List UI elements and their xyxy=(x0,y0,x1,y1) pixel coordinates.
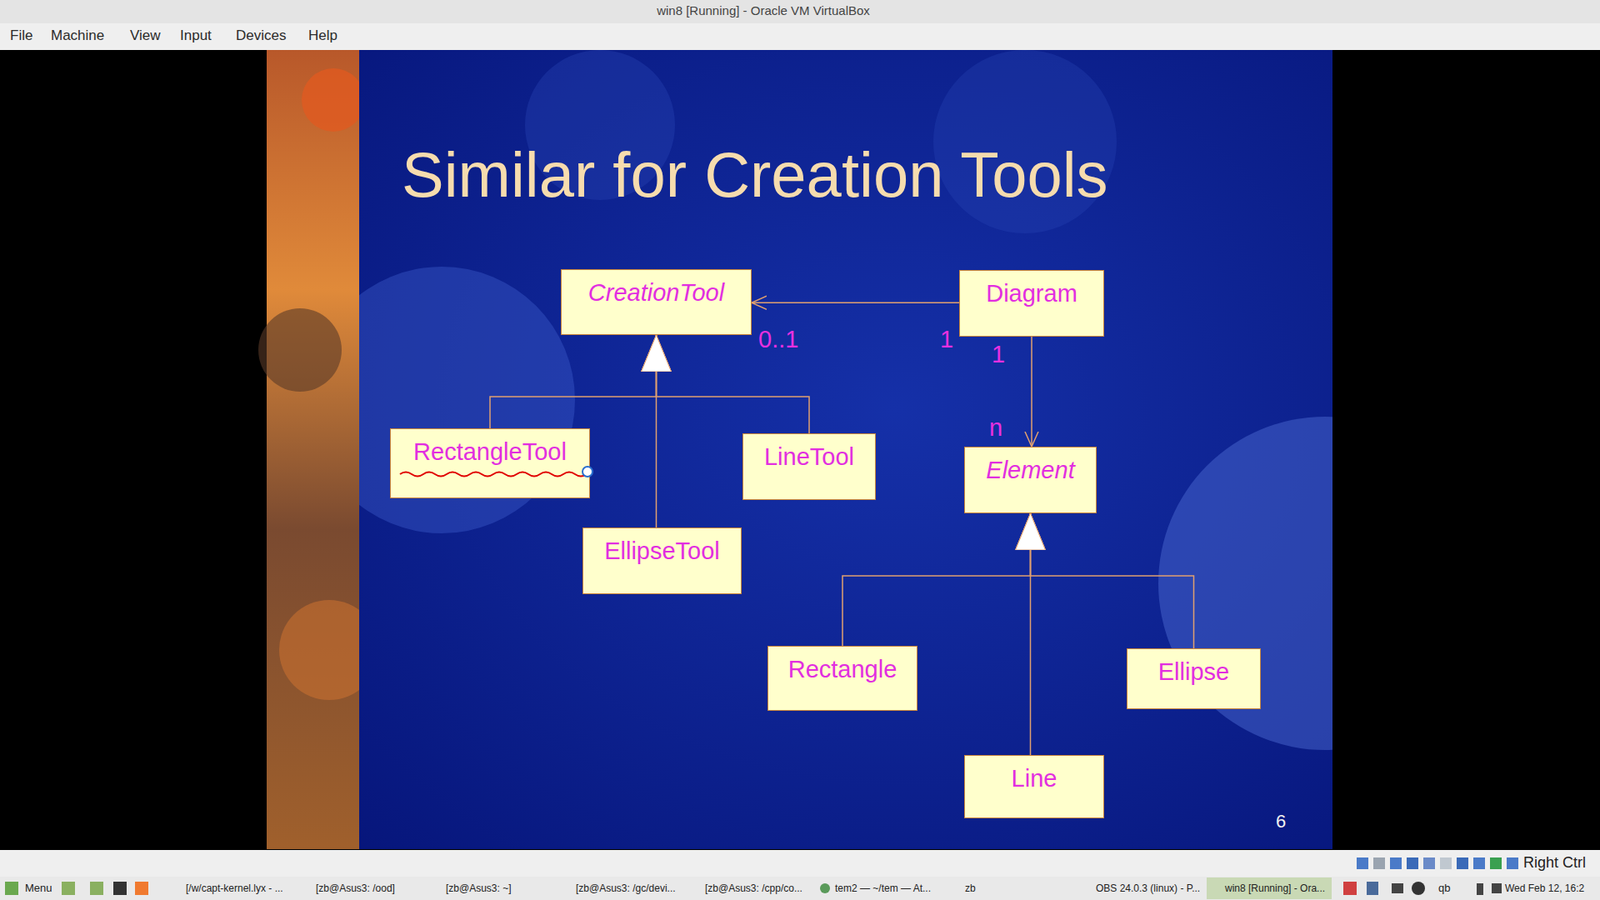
active-task xyxy=(1206,877,1332,900)
pen-cursor xyxy=(582,466,593,477)
status-icons xyxy=(1356,857,1519,870)
class-name: Rectangle xyxy=(768,655,917,685)
taskbar-item: [/w/capt-kernel.lyx - ... xyxy=(185,882,284,895)
tray-icon xyxy=(1491,883,1502,894)
generalization-line xyxy=(655,335,658,528)
menu-item: Help xyxy=(308,27,338,45)
association-line xyxy=(1030,336,1033,447)
taskbar-item: zb xyxy=(965,882,976,895)
status-icon xyxy=(1490,857,1502,870)
generalization-line xyxy=(490,335,657,429)
class-name: Line xyxy=(965,764,1104,794)
strip-gear xyxy=(258,308,342,392)
tray-icon xyxy=(1476,883,1484,895)
tray-icon xyxy=(1343,881,1357,895)
multiplicity: 1 xyxy=(940,325,954,355)
tray-icon xyxy=(1366,881,1379,895)
taskbar-item: [zb@Asus3: /cpp/co... xyxy=(705,882,803,895)
launcher-icon xyxy=(90,881,104,895)
tray-icon xyxy=(1391,883,1404,894)
red-squiggle xyxy=(400,472,587,477)
status-icon xyxy=(1406,857,1419,870)
slide-number: 6 xyxy=(1275,810,1286,833)
menu-item: View xyxy=(130,27,161,45)
class-box: Diagram xyxy=(959,270,1105,337)
menu-item: Machine xyxy=(50,27,105,45)
generalization-line xyxy=(1030,513,1195,649)
class-name: EllipseTool xyxy=(583,536,741,566)
taskbar-item: tem2 — ~/tem — At... xyxy=(835,882,931,895)
tray-item: qb xyxy=(1438,881,1450,895)
class-box: Ellipse xyxy=(1126,648,1261,710)
class-box: Line xyxy=(964,755,1105,819)
multiplicity: n xyxy=(989,413,1003,443)
status-icon xyxy=(1373,857,1385,870)
vm-status-bar xyxy=(0,850,1600,877)
status-icon xyxy=(1456,857,1469,870)
launcher-icon xyxy=(135,881,149,895)
class-box: LineTool xyxy=(742,433,876,500)
taskbar-item: [zb@Asus3: /ood] xyxy=(315,882,395,895)
class-name: Ellipse xyxy=(1127,657,1260,687)
menu-icon xyxy=(5,881,19,895)
class-box: RectangleTool xyxy=(390,428,590,499)
generalization-line xyxy=(1030,513,1032,755)
window-titlebar xyxy=(0,0,1600,24)
status-icon xyxy=(1423,857,1435,870)
taskbar-item: [zb@Asus3: ~] xyxy=(445,882,512,895)
class-name: Element xyxy=(965,455,1096,485)
vm-screen xyxy=(0,50,1600,850)
multiplicity: 0..1 xyxy=(758,325,799,355)
launcher-icon xyxy=(113,881,127,895)
status-icon xyxy=(1390,857,1402,870)
generalization-line xyxy=(842,513,1031,646)
launcher-icon xyxy=(61,881,75,895)
task-icon xyxy=(820,883,830,894)
status-icon xyxy=(1506,857,1519,870)
window-title: win8 [Running] - Oracle VM VirtualBox xyxy=(656,3,870,19)
class-name: Diagram xyxy=(960,279,1104,309)
class-name: LineTool xyxy=(743,442,875,472)
status-icon xyxy=(1473,857,1485,870)
clock: Wed Feb 12, 16:2 xyxy=(1505,882,1585,895)
taskbar xyxy=(0,876,1600,900)
association-line xyxy=(751,302,960,305)
menu-item: File xyxy=(10,27,33,45)
class-box: Element xyxy=(964,446,1097,514)
menu-item: Devices xyxy=(235,27,286,45)
menu-bar xyxy=(0,23,1600,50)
taskbar-item: Menu xyxy=(25,881,53,895)
tray-icon xyxy=(1411,881,1425,895)
menu-item: Input xyxy=(180,27,212,45)
multiplicity: 1 xyxy=(991,340,1005,370)
class-name: RectangleTool xyxy=(390,437,590,467)
taskbar-item: OBS 24.0.3 (linux) - P... xyxy=(1095,882,1200,895)
class-box: CreationTool xyxy=(560,269,752,335)
host-key: Right Ctrl xyxy=(1523,854,1586,873)
status-icon xyxy=(1440,857,1452,870)
class-box: EllipseTool xyxy=(582,527,742,595)
class-box: Rectangle xyxy=(767,645,918,711)
background-gears xyxy=(359,50,1333,750)
class-name: CreationTool xyxy=(561,278,751,308)
taskbar-item: [zb@Asus3: /gc/devi... xyxy=(575,882,676,895)
taskbar-item: win8 [Running] - Ora... xyxy=(1225,882,1325,895)
status-icon xyxy=(1356,857,1369,870)
slide-title: Similar for Creation Tools xyxy=(401,140,1109,210)
slide-side-strip xyxy=(266,50,360,850)
slide-background xyxy=(359,50,1333,850)
strip-gear xyxy=(301,68,365,132)
